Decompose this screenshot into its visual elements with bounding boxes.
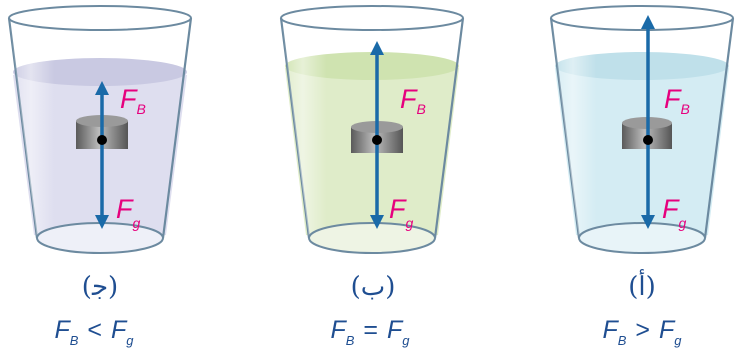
center-dot-a bbox=[643, 135, 653, 145]
beaker-b: FB Fg bbox=[281, 6, 463, 253]
center-dot-c bbox=[97, 135, 107, 145]
equation-a: FB>Fg bbox=[552, 316, 732, 348]
equation-c: FB<Fg bbox=[4, 316, 184, 348]
center-dot-b bbox=[372, 135, 382, 145]
beaker-a: FB Fg bbox=[551, 6, 733, 253]
beaker-c: FB Fg bbox=[9, 6, 191, 253]
label-b: (ب) bbox=[313, 272, 433, 302]
label-c: (ﺟ) bbox=[40, 272, 160, 302]
label-a: (أ) bbox=[582, 272, 702, 302]
equation-b: FB=Fg bbox=[280, 316, 460, 348]
